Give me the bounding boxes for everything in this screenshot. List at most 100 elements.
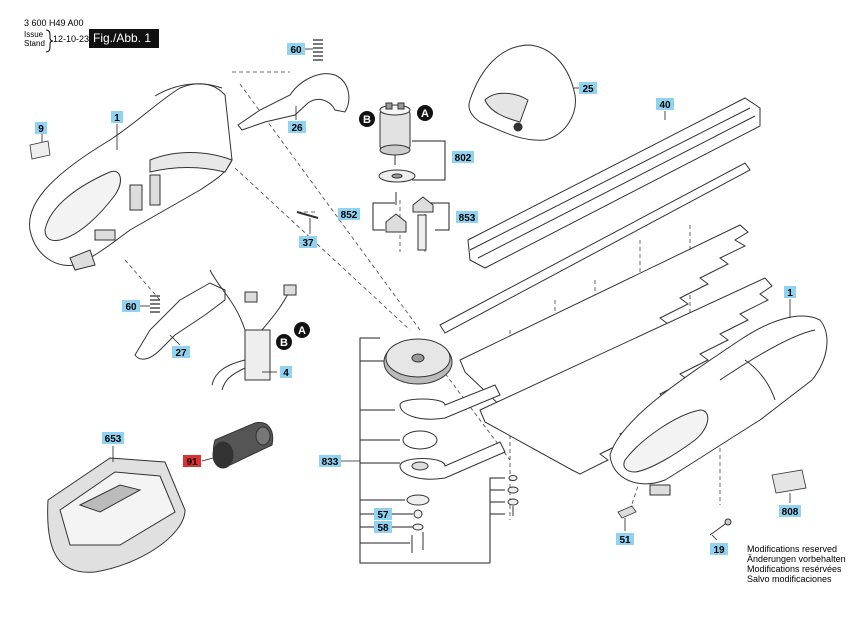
bracket-852 <box>372 202 395 231</box>
callout-27: 27 <box>172 346 190 359</box>
charger-653 <box>47 457 186 573</box>
callout-label: 60 <box>290 45 302 56</box>
callout-label: 91 <box>186 457 198 468</box>
gear-post-853 <box>412 196 434 251</box>
callout-box <box>452 151 474 163</box>
callout-26: 26 <box>288 121 306 134</box>
callout-box <box>319 455 341 467</box>
callout-37: 37 <box>299 236 317 249</box>
callout-box <box>111 111 123 123</box>
callout-60-bottom: 60 <box>122 300 140 313</box>
blade-rail <box>439 162 751 334</box>
battery-91 <box>212 421 274 469</box>
blade-cover-40 <box>467 97 761 269</box>
callout-box <box>183 455 201 467</box>
housing-half-left <box>29 83 233 271</box>
callout-box <box>299 236 317 248</box>
ref-B-upper: B <box>359 111 375 127</box>
callout-box <box>35 122 47 134</box>
callout-label: 808 <box>782 507 799 518</box>
callout-label: 37 <box>302 238 314 249</box>
issue-brace <box>45 29 54 53</box>
callout-box <box>784 286 796 298</box>
callout-19: 19 <box>710 543 728 556</box>
callout-label: 1 <box>114 113 120 124</box>
callout-51: 51 <box>616 533 634 546</box>
callout-label: 9 <box>38 124 44 135</box>
callout-852: 852 <box>338 208 360 221</box>
blade-guard-25 <box>468 44 576 141</box>
hardware-stack <box>406 475 519 553</box>
switch-wiring-4 <box>209 269 297 391</box>
callout-box <box>656 98 674 110</box>
trigger-lever-26 <box>237 73 350 131</box>
callout-57: 57 <box>374 508 392 521</box>
screw-19 <box>709 518 732 536</box>
callout-25: 25 <box>579 82 597 95</box>
spring-60-top <box>313 39 323 61</box>
ref-A-upper-label: A <box>421 108 429 120</box>
callout-box <box>779 505 801 517</box>
callout-box <box>122 300 140 312</box>
ref-B-lower-label: B <box>280 337 288 349</box>
note-de: Änderungen vorbehalten <box>747 554 846 564</box>
callout-9: 9 <box>35 122 47 135</box>
callout-box <box>374 521 392 533</box>
note-en: Modifications reserved <box>747 544 838 554</box>
clip-51 <box>617 505 637 519</box>
callout-label: 653 <box>105 434 122 445</box>
issue-label: Issue Stand <box>24 30 45 48</box>
callout-label: 1 <box>787 288 793 299</box>
callout-box <box>280 366 292 378</box>
motor-pinion-plate <box>378 169 416 183</box>
note-es: Salvo modificaciones <box>747 574 832 584</box>
figure-label: Fig./Abb. 1 <box>89 29 159 48</box>
issue-label-de: Stand <box>24 39 45 48</box>
callout-40: 40 <box>656 98 674 111</box>
callout-1-housing: 1 <box>111 111 123 124</box>
callout-label: 4 <box>283 368 289 379</box>
callout-label: 51 <box>619 535 631 546</box>
callout-label: 19 <box>713 545 725 556</box>
bracket-853 <box>427 202 450 231</box>
callout-box <box>710 543 728 555</box>
label-sticker-808 <box>771 469 807 494</box>
callout-box <box>102 432 124 444</box>
callout-label: 852 <box>341 210 358 221</box>
motor <box>379 102 411 165</box>
callout-label: 833 <box>322 457 339 468</box>
label-sticker-9 <box>29 140 51 160</box>
handle-27 <box>134 282 226 360</box>
callout-box <box>374 508 392 520</box>
callout-box <box>338 208 360 220</box>
ref-B-lower: B <box>276 334 292 350</box>
callout-label: 25 <box>582 84 594 95</box>
callout-91: 91 <box>183 455 201 468</box>
leader-lines <box>112 48 791 541</box>
callout-box <box>287 43 305 55</box>
modification-notes: Modifications reserved Änderungen vorbeh… <box>747 544 846 584</box>
ref-A-lower: A <box>294 322 310 338</box>
callout-label: 26 <box>291 123 303 134</box>
spring-60-bottom <box>150 295 160 313</box>
callout-label: 60 <box>125 302 137 313</box>
callout-1-right: 1 <box>784 286 796 299</box>
callout-833: 833 <box>319 455 341 468</box>
document-number: 3 600 H49 A00 <box>24 18 84 28</box>
callout-label: 27 <box>175 348 187 359</box>
issue-label-en: Issue <box>24 30 44 39</box>
callout-60-top: 60 <box>287 43 305 56</box>
callout-853: 853 <box>456 211 478 224</box>
bracket-802 <box>412 140 446 181</box>
callout-808: 808 <box>779 505 801 518</box>
callout-58: 58 <box>374 521 392 534</box>
housing-half-right <box>609 315 828 496</box>
ref-A-upper: A <box>417 105 433 121</box>
callout-box <box>288 121 306 133</box>
note-fr: Modifications resérvées <box>747 564 842 574</box>
issue-date: 12-10-23 <box>53 34 90 44</box>
callout-box <box>172 346 190 358</box>
eccentric-plates <box>399 384 506 480</box>
drive-gear <box>383 338 453 385</box>
